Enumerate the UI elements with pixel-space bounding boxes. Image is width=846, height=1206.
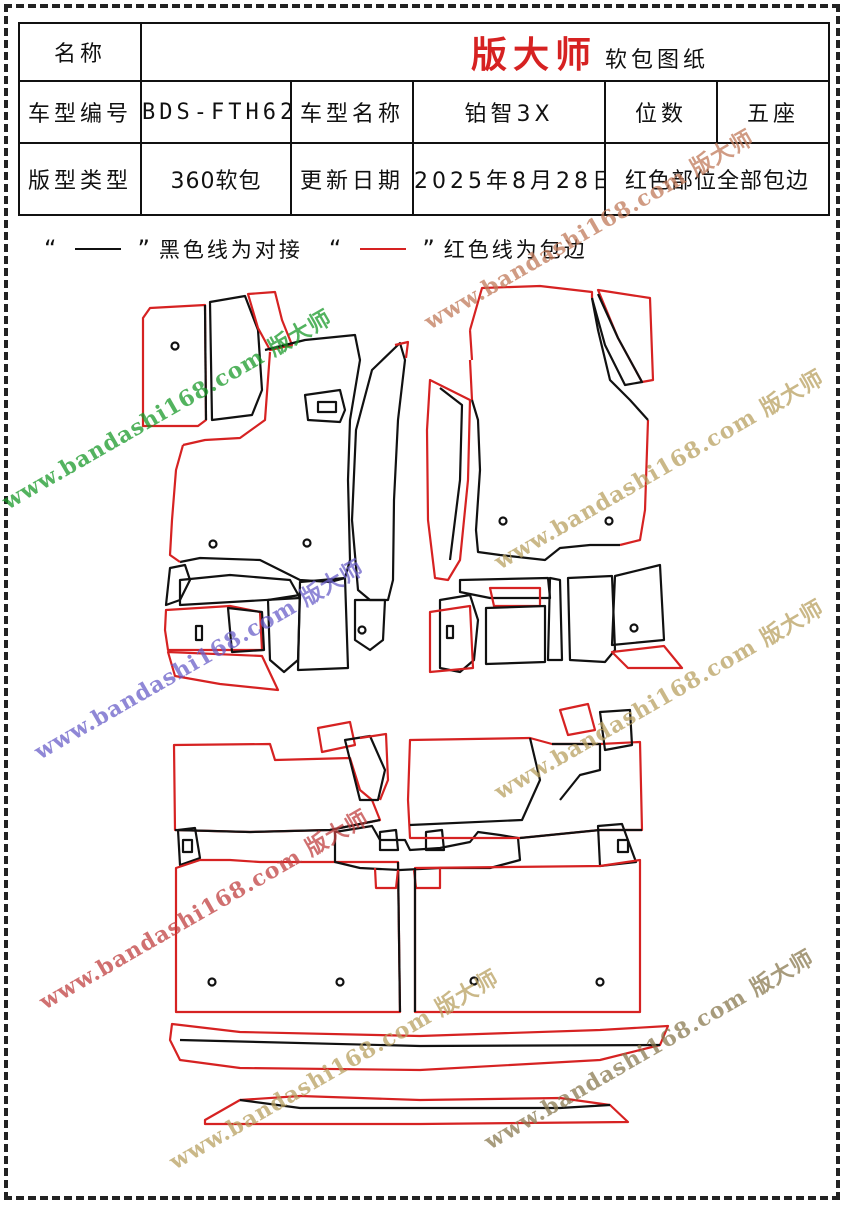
page-border: [4, 4, 840, 1200]
rear-bottom-band: [168, 1022, 670, 1072]
title-suffix: 软包图纸: [605, 48, 710, 73]
front-right-top-strip-inner: [590, 293, 644, 387]
front-right-floor-group: [425, 284, 684, 674]
legend-red-text: 红色线为包边: [443, 238, 588, 262]
rear-right-hook: [596, 822, 638, 868]
rear-center-clip-l: [378, 828, 400, 852]
front-right-left-strip-inner: [439, 387, 464, 561]
front-right-main-black: [470, 297, 649, 562]
brand-name: 版大师: [471, 35, 598, 76]
front-left-lower-6: [266, 593, 302, 674]
rear-center-red-r: [412, 868, 442, 890]
rear-center-clip-r: [424, 828, 446, 852]
clip-hole: [302, 538, 312, 548]
rear-right-tab-2: [598, 708, 634, 752]
front-left-strip: [350, 341, 407, 602]
slot: [445, 624, 455, 640]
rear-left-tab: [316, 720, 357, 754]
legend-open-quote-1: “: [44, 235, 60, 263]
clip-hole: [208, 539, 218, 549]
watermark: www.bandashi168.com 版大师: [419, 125, 758, 336]
watermark: www.bandashi168.com 版大师: [489, 365, 828, 576]
seats-label: 位数: [604, 80, 718, 144]
note: 红色部位全部包边: [603, 142, 831, 216]
model-code: BDS-FTH6291S: [140, 80, 292, 144]
clip-hole: [595, 977, 605, 987]
legend: “ ” 黑色线为对接 “ ” 红色线为包边: [38, 234, 588, 264]
watermark: www.bandashi168.com 版大师: [164, 965, 503, 1176]
rear-left-tab-3: [359, 732, 390, 801]
legend-black-text: 黑色线为对接: [158, 238, 303, 262]
legend-red-line: [360, 248, 407, 250]
slot: [194, 624, 204, 642]
clip-hole: [357, 625, 367, 635]
legend-open-quote-2: “: [328, 235, 345, 263]
front-left-lower-4: [226, 606, 266, 654]
update-date: 2025年8月28日: [412, 142, 606, 216]
front-left-lower-1: [164, 563, 192, 607]
front-right-lower-5: [428, 604, 475, 674]
name-label: 名称: [18, 22, 142, 82]
rear-right-upper-edge: [409, 737, 642, 840]
rear-right-tab-3: [552, 742, 602, 801]
model-code-label: 车型编号: [18, 80, 142, 144]
front-right-lower-8: [610, 563, 666, 647]
pattern-type: 360软包: [140, 142, 292, 216]
rear-bottom-band-edge: [179, 1038, 661, 1048]
title-cell: 版大师软包图纸: [139, 22, 831, 82]
front-left-lower-7: [296, 576, 350, 672]
rear-right-tab: [558, 702, 597, 737]
clip-hole: [604, 516, 614, 526]
front-right-lower-3: [484, 604, 547, 666]
front-right-lower-7: [566, 574, 617, 664]
front-right-lower-6: [546, 576, 564, 662]
front-left-pillar: [208, 294, 264, 422]
clip-hole: [498, 516, 508, 526]
seats-value: 五座: [715, 80, 831, 144]
pattern-type-label: 版型类型: [18, 142, 142, 216]
front-right-lower-9: [610, 644, 684, 670]
clip-hole: [335, 977, 345, 987]
front-right-main-red: [468, 284, 650, 547]
watermark: www.bandashi168.com 版大师: [0, 305, 337, 516]
update-label: 更新日期: [290, 142, 414, 216]
front-left-vent: [303, 388, 347, 424]
rear-left-main: [174, 858, 402, 1014]
rear-center-red-l: [373, 867, 400, 890]
front-left-lower-5: [166, 650, 280, 692]
clip-hole: [170, 341, 180, 351]
front-left-main-black: [179, 333, 362, 584]
rear-left-main-edge: [396, 861, 402, 1013]
front-left-lower-2: [178, 573, 302, 607]
front-left-strip-top: [394, 340, 410, 359]
rear-left-upper-edge: [174, 818, 381, 834]
model-name-label: 车型名称: [290, 80, 414, 144]
clip-hole: [469, 976, 479, 986]
front-right-lower-4: [438, 593, 480, 674]
model-name: 铂智3X: [412, 80, 606, 144]
watermark: www.bandashi168.com 版大师: [29, 555, 368, 766]
front-left-pillar-top: [246, 290, 294, 352]
watermarks: www.bandashi168.com 版大师 www.bandashi168.…: [0, 125, 829, 1176]
rear-trunk-strip-edge: [239, 1098, 611, 1110]
legend-close-quote-1: ”: [137, 235, 153, 263]
front-right-left-strip: [425, 378, 472, 582]
front-left-panel-a-edge: [203, 304, 208, 421]
front-left-lower-8: [353, 598, 387, 652]
rear-floor-group: [168, 702, 670, 1126]
legend-black-line: [75, 248, 122, 250]
rear-trunk-strip: [203, 1094, 630, 1126]
clip-hole: [207, 977, 217, 987]
legend-close-quote-2: ”: [422, 235, 438, 263]
watermark: www.bandashi168.com 版大师: [489, 595, 828, 806]
clip-hole: [629, 623, 639, 633]
front-left-main-red: [168, 351, 272, 563]
watermark: www.bandashi168.com 版大师: [479, 945, 818, 1156]
front-left-floor-group: [141, 290, 410, 692]
front-right-lower-1: [458, 576, 552, 600]
rear-left-hook: [176, 826, 202, 867]
watermark: www.bandashi168.com 版大师: [34, 805, 373, 1016]
